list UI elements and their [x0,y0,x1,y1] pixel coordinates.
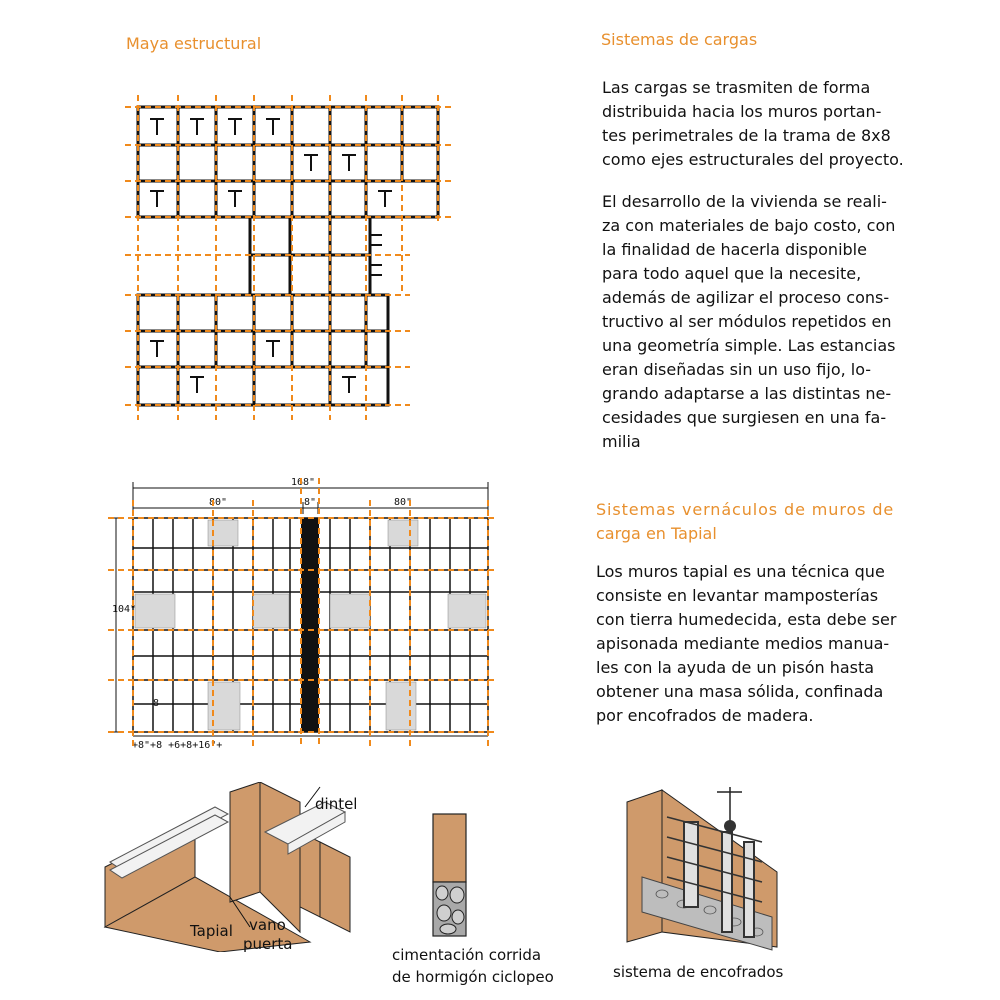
dim-center: 8" [304,497,316,508]
paragraph-line: consiste en levantar mamposterías [596,586,879,605]
vernaculos-heading: Sistemas vernáculos de muros de carga en… [596,498,894,546]
paragraph-line: como ejes estructurales del proyecto. [602,150,904,169]
tapial-label: Tapial [190,922,233,940]
dintel-label: dintel [315,795,358,813]
dim-height: 104" [112,604,136,615]
cimentacion-caption: cimentación corrida de hormigón ciclopeo [392,944,554,988]
desarrollo-paragraph: El desarrollo de la vivienda se reali- z… [602,190,895,454]
caption-line: cimentación corrida [392,946,542,964]
maya-estructural-plan [125,95,455,420]
tapial-modular-plan: 168" 80" 8" 80" 104" 8 +8"+8 +6+8+16"+ [108,477,498,751]
paragraph-line: Los muros tapial es una técnica que [596,562,885,581]
encofrados-caption: sistema de encofrados [613,963,784,981]
cargas-paragraph: Las cargas se trasmiten de forma distrib… [602,76,904,172]
paragraph-line: tructivo al ser módulos repetidos en [602,312,892,331]
paragraph-line: les con la ayuda de un pisón hasta [596,658,875,677]
vano-label: vano [249,916,286,934]
tapial-walls-isometric [103,782,351,952]
paragraph-line: cesidades que surgiesen en una fa- [602,408,887,427]
tapial-paragraph: Los muros tapial es una técnica que cons… [596,560,896,728]
paragraph-line: una geometría simple. Las estancias [602,336,896,355]
sistemas-cargas-heading: Sistemas de cargas [601,30,758,49]
dim-bottom: +8"+8 +6+8+16"+ [132,740,222,751]
paragraph-line: El desarrollo de la vivienda se reali- [602,192,887,211]
paragraph-line: distribuida hacia los muros portan- [602,102,882,121]
paragraph-line: obtener una masa sólida, confinada [596,682,884,701]
puerta-label: puerta [243,935,293,953]
paragraph-line: za con materiales de bajo costo, con [602,216,896,235]
caption-line: de hormigón ciclopeo [392,968,554,986]
paragraph-line: eran diseñadas sin un uso fijo, lo- [602,360,872,379]
encofrados-illustration [626,787,778,951]
paragraph-line: con tierra humedecida, esta debe ser [596,610,897,629]
paragraph-line: apisonada mediante medios manua- [596,634,890,653]
heading-line: carga en Tapial [596,524,717,543]
paragraph-line: para todo aquel que la necesite, [602,264,862,283]
paragraph-line: además de agilizar el proceso cons- [602,288,890,307]
dim-right: 80" [394,497,412,508]
paragraph-line: por encofrados de madera. [596,706,814,725]
heading-line: Sistemas vernáculos de muros de [596,500,895,519]
cimentacion-section [432,813,467,937]
dim-left: 80" [209,497,227,508]
paragraph-line: milia [602,432,641,451]
paragraph-line: la finalidad de hacerla disponible [602,240,867,259]
paragraph-line: grando adaptarse a las distintas ne- [602,384,892,403]
paragraph-line: Las cargas se trasmiten de forma [602,78,871,97]
central-wall [301,518,319,732]
maya-estructural-heading: Maya estructural [126,34,262,53]
paragraph-line: tes perimetrales de la trama de 8x8 [602,126,891,145]
dim-total: 168" [291,477,315,488]
